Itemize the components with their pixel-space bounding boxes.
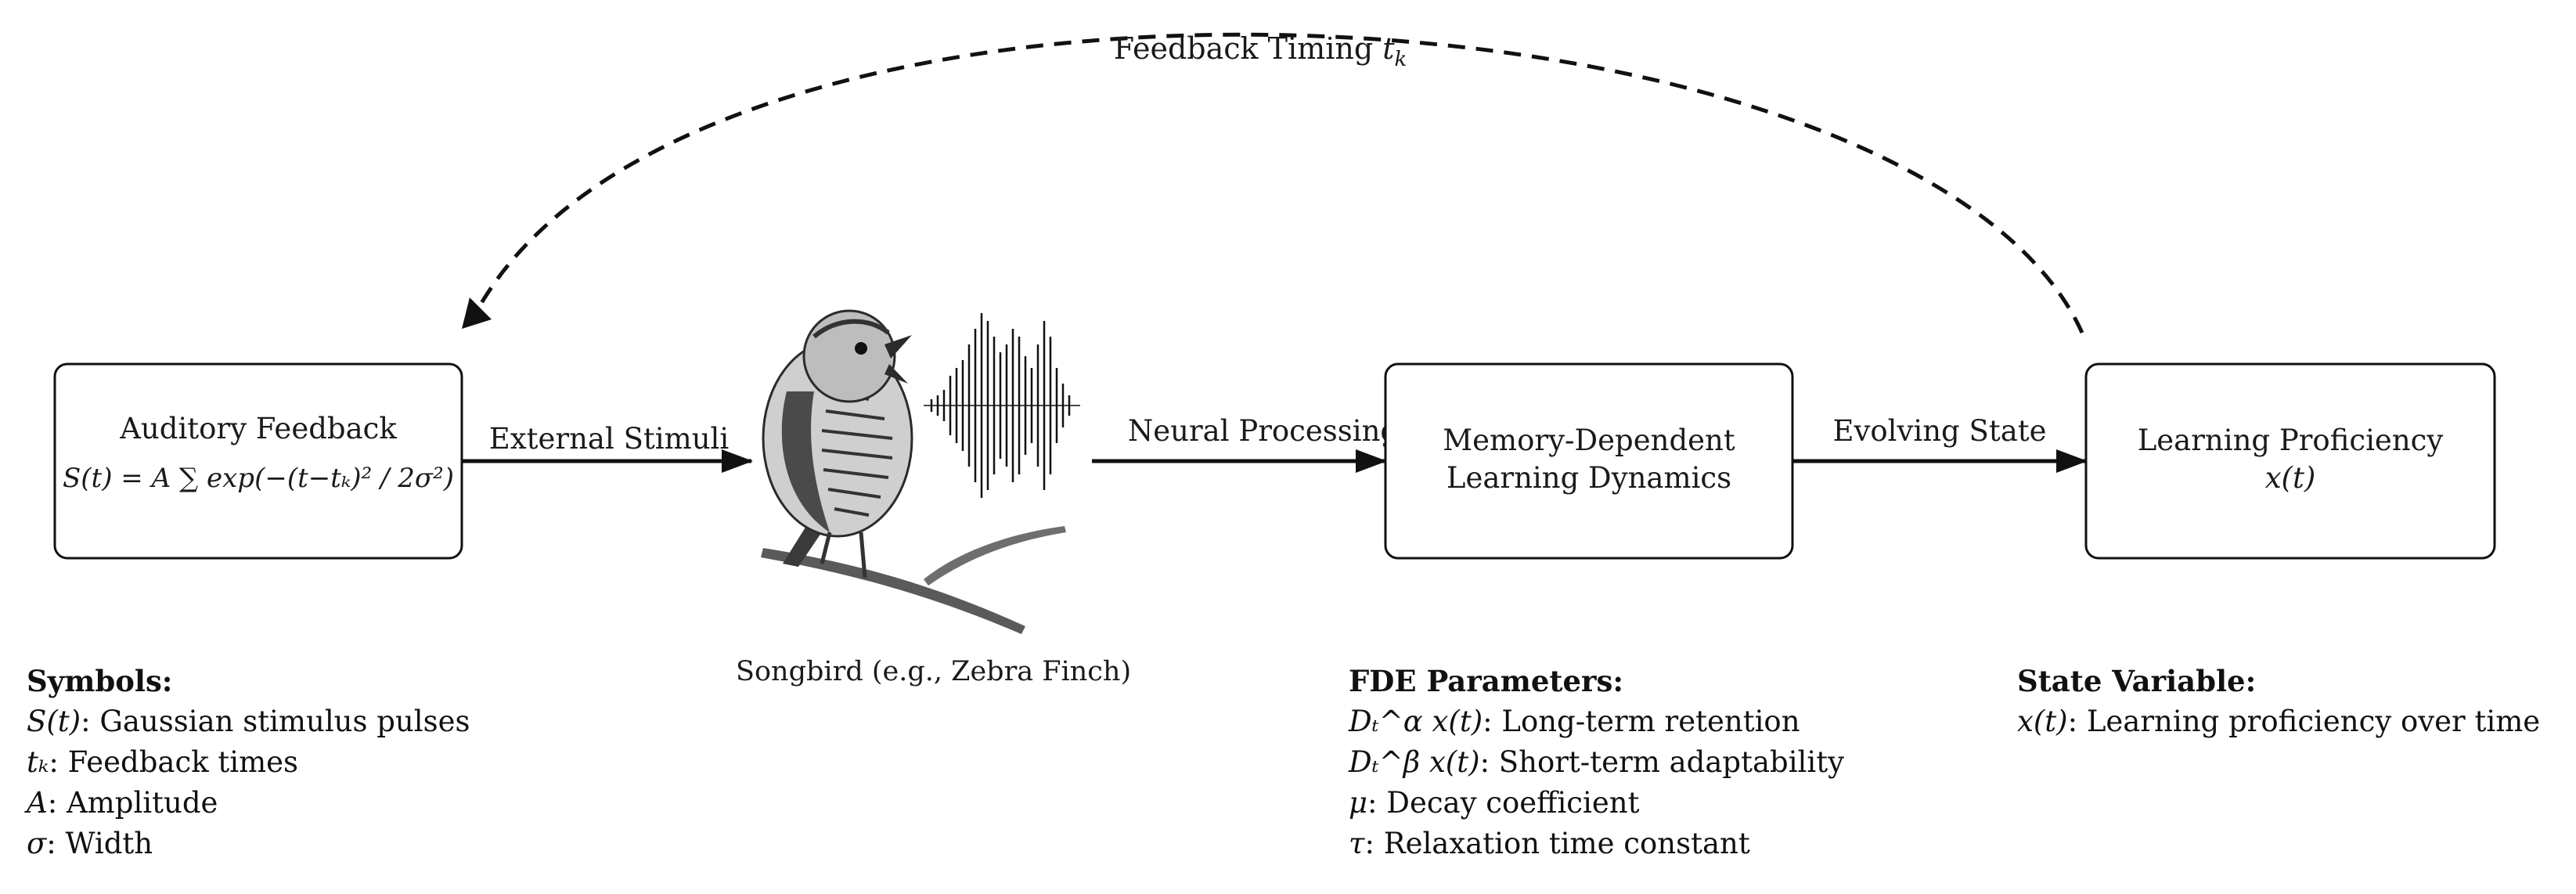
legend-item: τ: Relaxation time constant bbox=[1349, 827, 1750, 860]
legend-state-heading: State Variable: bbox=[2017, 664, 2257, 698]
external-stimuli-label: External Stimuli bbox=[489, 422, 729, 456]
memory-dynamics-line2: Learning Dynamics bbox=[1447, 461, 1731, 495]
feedback-arc-arrowhead bbox=[462, 297, 492, 329]
legend-symbols-heading: Symbols: bbox=[27, 664, 173, 698]
auditory-feedback-formula: S(t) = A ∑ exp(−(t−tₖ)² / 2σ²) bbox=[63, 463, 454, 494]
legend-item: tₖ: Feedback times bbox=[27, 745, 299, 779]
legend-fde-heading: FDE Parameters: bbox=[1349, 664, 1624, 698]
legend-item: μ: Decay coefficient bbox=[1349, 786, 1640, 820]
learning-proficiency-line1: Learning Proficiency bbox=[2138, 424, 2444, 457]
legend-state-variable: State Variable: x(t): Learning proficien… bbox=[2017, 661, 2540, 742]
legend-item: x(t): Learning proficiency over time bbox=[2017, 705, 2541, 738]
head-stripe bbox=[812, 319, 890, 339]
branch bbox=[761, 548, 1025, 634]
bird-eye bbox=[855, 342, 867, 355]
feedback-timing-arc bbox=[467, 32, 2084, 334]
legend-fde-parameters: FDE Parameters: Dₜ^α x(t): Long-term ret… bbox=[1349, 661, 1844, 864]
breast-streaks bbox=[821, 390, 893, 517]
neural-processing-label: Neural Processing bbox=[1128, 414, 1399, 448]
legend-symbols: Symbols: S(t): Gaussian stimulus pulses … bbox=[27, 661, 470, 864]
sound-waveform bbox=[924, 313, 1080, 498]
legend-item: σ: Width bbox=[27, 827, 153, 860]
learning-proficiency-box bbox=[2084, 362, 2496, 560]
legend-item: A: Amplitude bbox=[27, 786, 218, 820]
bird-beak-lower bbox=[884, 364, 908, 384]
memory-dynamics-line1: Memory-Dependent bbox=[1443, 424, 1735, 457]
feedback-timing-label: Feedback Timing tk bbox=[1114, 31, 1407, 71]
auditory-feedback-title: Auditory Feedback bbox=[119, 412, 397, 445]
auditory-feedback-box bbox=[53, 362, 463, 560]
legend-item: Dₜ^α x(t): Long-term retention bbox=[1349, 705, 1800, 738]
bird-beak-upper bbox=[884, 335, 912, 359]
bird-head bbox=[802, 309, 896, 403]
songbird-illustration bbox=[761, 309, 1066, 634]
learning-proficiency-line2: x(t) bbox=[2265, 461, 2316, 495]
bird-wing bbox=[781, 391, 830, 532]
songbird-caption: Songbird (e.g., Zebra Finch) bbox=[736, 656, 1132, 687]
branch-twig bbox=[924, 526, 1066, 586]
evolving-state-label: Evolving State bbox=[1832, 414, 2046, 448]
legend-item: S(t): Gaussian stimulus pulses bbox=[27, 705, 470, 738]
legend-item: Dₜ^β x(t): Short-term adaptability bbox=[1349, 745, 1844, 779]
